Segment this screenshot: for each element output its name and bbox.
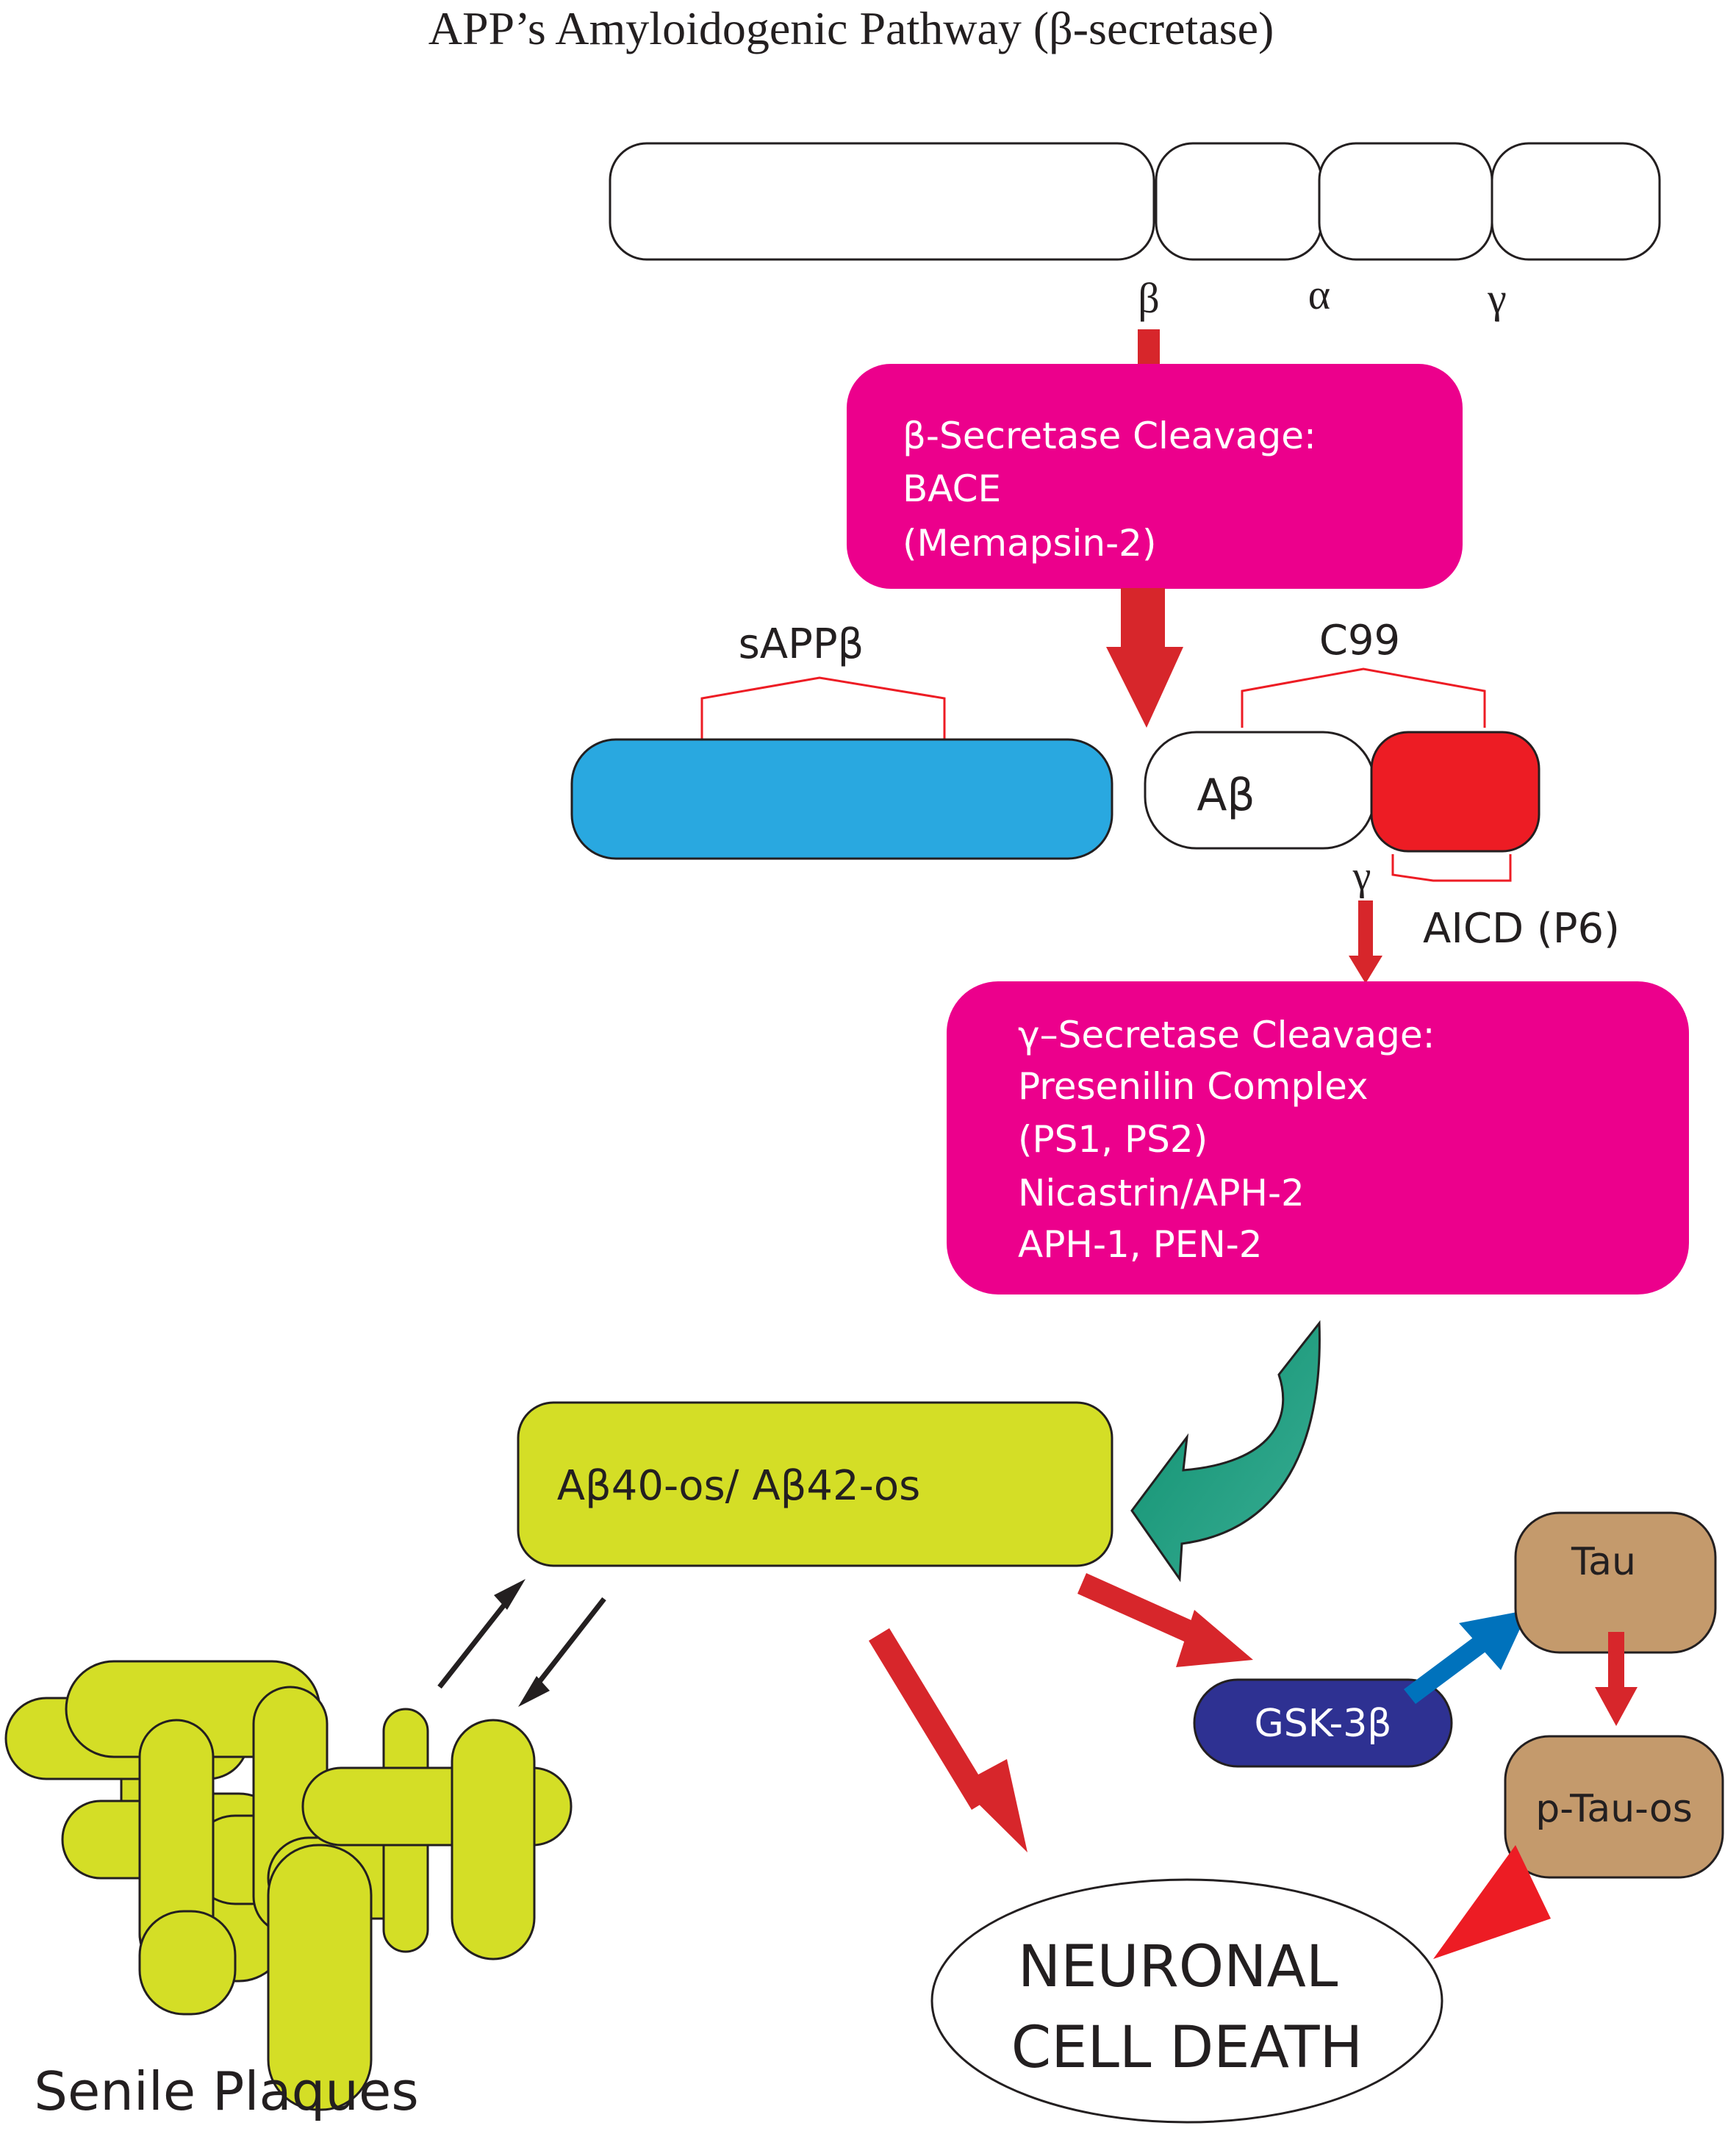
neuronal-cell-death-node bbox=[930, 1878, 1443, 2124]
gamma-to-oligomers-arrow bbox=[1130, 1319, 1321, 1583]
app-domain-beta bbox=[1155, 142, 1323, 261]
plaques-oligomers-equilibrium bbox=[437, 1579, 606, 1707]
aicd-fragment bbox=[1370, 731, 1540, 853]
gamma-secretase-box bbox=[947, 981, 1689, 1294]
oligomers-to-death-arrow bbox=[869, 1628, 1027, 1852]
alpha-site-label: α bbox=[1308, 271, 1330, 318]
c99-label: C99 bbox=[1319, 617, 1400, 665]
app-domain-alpha bbox=[1318, 142, 1493, 261]
ptau-to-death-arrow bbox=[1433, 1845, 1551, 1959]
oligomers-box bbox=[517, 1401, 1113, 1567]
abeta-label: Aβ bbox=[1197, 770, 1255, 821]
aicd-bracket bbox=[1391, 854, 1512, 882]
c99-bracket bbox=[1241, 667, 1486, 728]
gsk3b-node bbox=[1193, 1678, 1453, 1768]
gamma-site-label: γ bbox=[1487, 274, 1507, 322]
app-domain-extracellular bbox=[609, 142, 1155, 261]
abeta-fragment bbox=[1144, 731, 1376, 850]
death-line-2: CELL DEATH bbox=[1011, 2015, 1363, 2081]
gsk3b-label: GSK-3β bbox=[1255, 1702, 1392, 1746]
app-protein bbox=[609, 142, 1661, 261]
gamma-secretase-line-1: γ–Secretase Cleavage: bbox=[1018, 1014, 1435, 1056]
tau-to-ptau-arrow bbox=[1595, 1632, 1638, 1726]
beta-secretase-box bbox=[847, 364, 1463, 589]
senile-plaques-label: Senile Plaques bbox=[34, 2060, 419, 2122]
beta-to-fragments-arrow bbox=[1106, 588, 1183, 728]
ptau-label: p-Tau-os bbox=[1535, 1787, 1693, 1831]
aicd-label: AICD (P6) bbox=[1423, 905, 1620, 953]
beta-cleavage-stem bbox=[1138, 329, 1160, 366]
gamma-secretase-line-4: Nicastrin/APH-2 bbox=[1018, 1172, 1305, 1214]
death-line-1: NEURONAL bbox=[1018, 1934, 1338, 2000]
sappb-label: sAPPβ bbox=[739, 620, 864, 668]
beta-site-label: β bbox=[1138, 274, 1160, 322]
gamma-secretase-line-2: Presenilin Complex bbox=[1018, 1065, 1369, 1108]
diagram-title: APP’s Amyloidogenic Pathway (β-secretase… bbox=[428, 2, 1274, 54]
app-domain-gamma bbox=[1491, 142, 1661, 261]
beta-secretase-line-3: (Memapsin-2) bbox=[903, 522, 1156, 565]
beta-secretase-text: β-Secretase Cleavage: BACE (Memapsin-2) bbox=[903, 415, 1328, 565]
beta-secretase-line-1: β-Secretase Cleavage: bbox=[903, 415, 1316, 457]
gamma-secretase-text: γ–Secretase Cleavage: Presenilin Complex… bbox=[1018, 1014, 1446, 1266]
ptau-node bbox=[1504, 1735, 1724, 1879]
beta-secretase-line-2: BACE bbox=[903, 468, 1001, 510]
neuronal-cell-death-text: NEURONAL CELL DEATH bbox=[1011, 1934, 1363, 2081]
c99-to-gamma-arrow bbox=[1349, 900, 1382, 984]
gamma-secretase-line-3: (PS1, PS2) bbox=[1018, 1118, 1208, 1161]
sappb-bracket bbox=[700, 676, 946, 739]
sappb-fragment bbox=[570, 738, 1113, 860]
gamma-secretase-line-5: APH-1, PEN-2 bbox=[1018, 1223, 1263, 1266]
oligomers-to-gsk-arrow bbox=[1077, 1573, 1253, 1667]
c99-gamma-site-label: γ bbox=[1352, 853, 1371, 899]
oligomers-label: Aβ40-os/ Aβ42-os bbox=[557, 1462, 921, 1510]
tau-label: Tau bbox=[1571, 1540, 1636, 1584]
gsk-to-tau-arrow bbox=[1404, 1610, 1529, 1704]
senile-plaques-cluster bbox=[4, 1660, 573, 2111]
